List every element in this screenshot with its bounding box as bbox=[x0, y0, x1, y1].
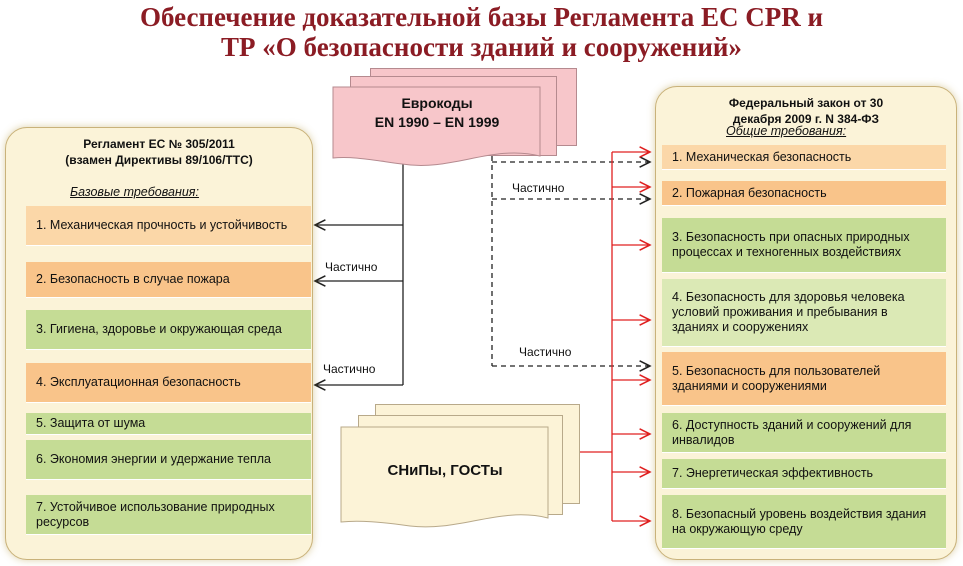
law-requirement-5: 5. Безопасность для пользователей здания… bbox=[662, 352, 946, 406]
eu-requirement-1: 1. Механическая прочность и устойчивость bbox=[26, 206, 311, 246]
partial-label-left-top: Частично bbox=[325, 260, 378, 274]
law-requirement-8: 8. Безопасный уровень воздействия здания… bbox=[662, 495, 946, 549]
eurocodes-doc-front bbox=[332, 86, 541, 166]
eurocodes-label: Еврокоды EN 1990 – EN 1999 bbox=[332, 94, 542, 132]
eurocodes-label-line-2: EN 1990 – EN 1999 bbox=[374, 114, 500, 130]
law-requirement-7: 7. Энергетическая эффективность bbox=[662, 459, 946, 489]
title-line-2: ТР «О безопасности зданий и сооружений» bbox=[221, 32, 742, 62]
eu-basic-requirements-label: Базовые требования: bbox=[70, 185, 199, 199]
snip-doc-front bbox=[340, 426, 549, 528]
eu-requirement-6: 6. Экономия энергии и удержание тепла bbox=[26, 440, 311, 480]
title-line-1: Обеспечение доказательной базы Регламент… bbox=[139, 2, 824, 32]
eu-requirement-3: 3. Гигиена, здоровье и окружающая среда bbox=[26, 310, 311, 350]
eu-regulation-heading: Регламент ЕС № 305/2011 (взамен Директив… bbox=[6, 136, 312, 168]
eu-requirement-5: 5. Защита от шума bbox=[26, 413, 311, 435]
eu-requirement-7: 7. Устойчивое использование природных ре… bbox=[26, 495, 311, 535]
eurocodes-label-line-1: Еврокоды bbox=[401, 95, 473, 111]
federal-law-heading: Федеральный закон от 30 декабря 2009 г. … bbox=[656, 95, 956, 127]
law-requirement-6: 6. Доступность зданий и сооружений для и… bbox=[662, 413, 946, 453]
partial-label-right-top: Частично bbox=[512, 181, 565, 195]
eu-requirement-2: 2. Безопасность в случае пожара bbox=[26, 262, 311, 298]
law-requirement-3: 3. Безопасность при опасных природных пр… bbox=[662, 218, 946, 273]
general-requirements-label: Общие требования: bbox=[726, 124, 847, 138]
federal-law-heading-line-2: декабря 2009 г. N 384-ФЗ bbox=[732, 112, 880, 126]
snip-to-right-red-lines bbox=[575, 152, 650, 521]
law-requirement-2: 2. Пожарная безопасность bbox=[662, 181, 946, 206]
eu-requirement-4: 4. Эксплуатационная безопасность bbox=[26, 363, 311, 403]
law-requirement-1: 1. Механическая безопасность bbox=[662, 145, 946, 170]
law-requirement-4: 4. Безопасность для здоровья человека ус… bbox=[662, 279, 946, 347]
partial-label-right-bottom: Частично bbox=[519, 345, 572, 359]
snip-gost-label: СНиПы, ГОСТы bbox=[387, 462, 503, 479]
federal-law-heading-line-1: Федеральный закон от 30 bbox=[728, 96, 884, 110]
partial-label-left-bottom: Частично bbox=[323, 362, 376, 376]
eu-regulation-heading-line-1: Регламент ЕС № 305/2011 bbox=[83, 137, 235, 151]
slide-title: Обеспечение доказательной базы Регламент… bbox=[0, 2, 963, 62]
eurocodes-to-right-dashed-lines bbox=[491, 156, 650, 366]
eurocodes-to-left-lines bbox=[315, 163, 404, 385]
eu-regulation-heading-line-2: (взамен Директивы 89/106/ТТС) bbox=[65, 153, 253, 167]
